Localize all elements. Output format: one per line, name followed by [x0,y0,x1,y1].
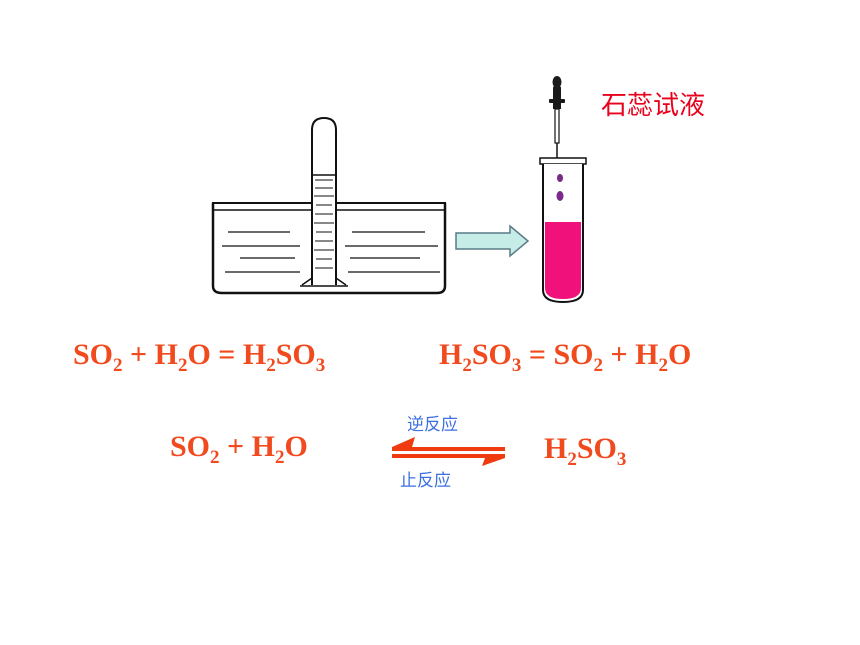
eq2-sub-d: 2 [658,355,668,376]
equation-decomposition: H2SO3 = SO2 + H2O [439,338,692,376]
eq2-text-e: O [667,338,692,371]
rev-right-sub-b: 3 [616,449,627,470]
eq2-text-c: = SO [521,338,594,371]
rev-right-a: H [544,432,568,465]
rev-left-sub-a: 2 [210,447,220,468]
eq1-text-d: SO [275,338,316,371]
rev-right-b: SO [576,432,617,465]
eq1-sub-a: 2 [113,355,123,376]
rev-right-sub-a: 2 [567,449,577,470]
reversible-arrows [392,437,505,466]
rev-left-c: O [284,430,308,463]
transfer-arrow [455,224,530,258]
eq1-sub-d: 3 [315,355,326,376]
eq2-text-d: + H [603,338,659,371]
rev-left-sub-b: 2 [274,447,285,468]
eq2-sub-b: 3 [511,355,522,376]
eq1-sub-c: 2 [266,355,276,376]
reversible-product: H2SO3 [544,432,626,470]
reagent-label: 石蕊试液 [601,91,706,121]
equation-forward: SO2 + H2O = H2SO3 [73,338,325,376]
eq1-text-a: SO [73,338,114,371]
reverse-reaction-label: 逆反应 [407,415,458,435]
test-tube-solution [539,157,587,304]
reversible-reactants: SO2 + H2O [170,430,308,468]
rev-left-b: + H [219,430,275,463]
rev-left-a: SO [170,430,211,463]
eq2-sub-a: 2 [462,355,472,376]
eq1-text-b: + H [122,338,178,371]
eq2-text-a: H [439,338,463,371]
inverted-test-tube [300,116,348,287]
forward-reaction-label: 止反应 [400,471,451,491]
eq2-sub-c: 2 [593,355,604,376]
dropper [549,76,565,164]
eq2-text-b: SO [471,338,512,371]
eq1-text-c: O = H [187,338,267,371]
eq1-sub-b: 2 [177,355,188,376]
